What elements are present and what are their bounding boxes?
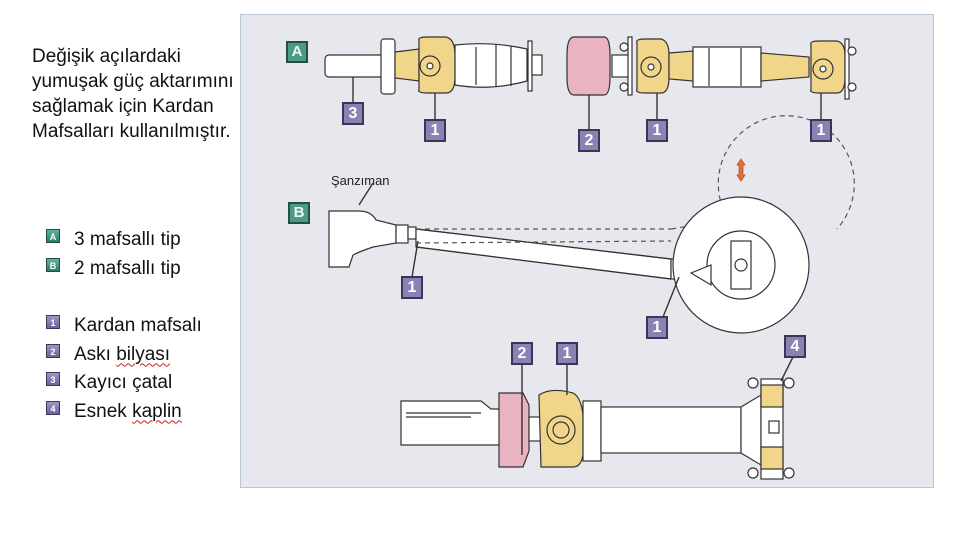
- parts-legend: 1 Kardan mafsalı 2 Askı bilyası 3 Kayıcı…: [46, 312, 202, 426]
- legend-label: 2 mafsallı tip: [74, 257, 181, 279]
- legend-item-type-a: A 3 mafsallı tip: [46, 226, 181, 255]
- wheel: [672, 196, 810, 334]
- shaft-a: [324, 36, 857, 100]
- badge-a: A: [46, 229, 60, 244]
- legend-item-part-2: 2 Askı bilyası: [46, 341, 202, 370]
- legend-item-part-4: 4 Esnek kaplin: [46, 398, 202, 427]
- legend-item-part-1: 1 Kardan mafsalı: [46, 312, 202, 341]
- callout-universal-joint: 1: [401, 276, 423, 299]
- badge-b: B: [46, 257, 60, 272]
- badge-2: 2: [46, 343, 60, 358]
- intro-text: Değişik açılardaki yumuşak güç aktarımın…: [32, 46, 234, 142]
- drive-shaft-diagram: A B Şanzıman 3 1 2 1 1 1 1 2 1 4: [240, 14, 934, 488]
- section-b-badge: B: [288, 202, 310, 224]
- movement-arrow-icon: [736, 158, 746, 182]
- badge-3: 3: [46, 372, 60, 387]
- legend-label: Kayıcı çatal: [74, 372, 173, 393]
- callout-center-bearing: 2: [511, 342, 533, 365]
- callout-center-bearing: 2: [578, 129, 600, 152]
- callout-universal-joint: 1: [646, 316, 668, 339]
- diagram-drawing: [324, 36, 857, 480]
- callout-universal-joint: 1: [646, 119, 668, 142]
- legend-item-part-3: 3 Kayıcı çatal: [46, 369, 202, 398]
- badge-4: 4: [46, 400, 60, 415]
- callout-universal-joint: 1: [556, 342, 578, 365]
- callout-universal-joint: 1: [810, 119, 832, 142]
- badge-1: 1: [46, 315, 60, 330]
- shaft-bottom: [400, 377, 795, 480]
- legend-item-type-b: B 2 mafsallı tip: [46, 255, 181, 284]
- transmission-label: Şanzıman: [331, 173, 390, 188]
- legend-label: Askı bilyası: [74, 343, 171, 365]
- section-a-badge: A: [286, 41, 308, 63]
- shaft-b: [328, 210, 690, 280]
- callout-universal-joint: 1: [424, 119, 446, 142]
- callout-sliding-yoke: 3: [342, 102, 364, 125]
- legend-label: 3 mafsallı tip: [74, 229, 181, 250]
- types-legend: A 3 mafsallı tip B 2 mafsallı tip: [46, 226, 181, 283]
- legend-label: Kardan mafsalı: [74, 315, 202, 336]
- callout-flexible-coupling: 4: [784, 335, 806, 358]
- legend-label: Esnek kaplin: [74, 400, 182, 422]
